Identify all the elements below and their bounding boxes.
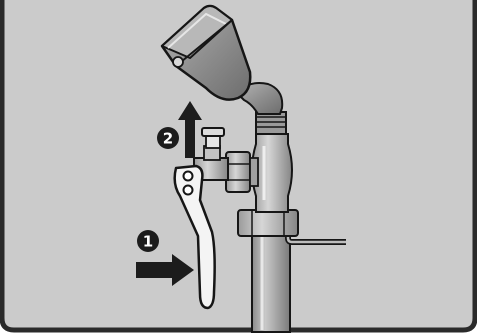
step-2-arrow xyxy=(178,101,202,158)
side-valve-nut xyxy=(225,151,259,193)
step-1-number: 1 xyxy=(143,233,153,251)
step-2-number: 2 xyxy=(163,130,173,148)
pull-knob[interactable] xyxy=(201,127,225,149)
union-nut xyxy=(237,209,299,237)
spray-head xyxy=(160,4,252,101)
supply-pipe xyxy=(251,227,291,333)
step-1-arrow xyxy=(136,254,194,286)
threaded-collar xyxy=(255,111,287,135)
step-2-badge: 2 xyxy=(157,127,179,149)
step-1-badge: 1 xyxy=(137,230,159,252)
release-lever[interactable] xyxy=(173,164,216,310)
side-tube xyxy=(285,210,346,245)
